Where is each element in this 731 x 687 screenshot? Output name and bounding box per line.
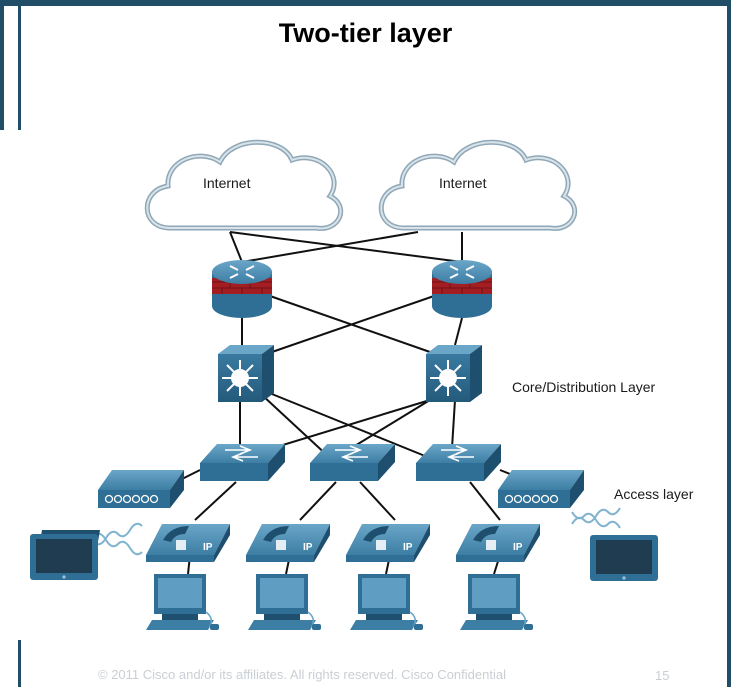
- wireless-access-point-icon: [98, 470, 184, 508]
- core-distribution-layer-label: Core/Distribution Layer: [512, 379, 656, 395]
- switch-icon: [310, 444, 395, 481]
- desktop-pc-icon: [350, 574, 423, 630]
- slide-title: Two-tier layer: [278, 18, 453, 48]
- slide-frame-right: [727, 0, 731, 687]
- desktop-pc-icon: [146, 574, 219, 630]
- slide-frame-left-inner: [18, 0, 21, 130]
- slide-frame-left: [0, 0, 4, 130]
- multilayer-switch-icon: [426, 345, 482, 402]
- router-firewall-icon: [432, 260, 492, 318]
- ip-phone-icon: IP: [246, 524, 330, 562]
- tablet-icon: [590, 535, 658, 581]
- access-layer-label: Access layer: [614, 486, 694, 502]
- ip-phone-badge: IP: [513, 542, 523, 553]
- router-firewall-icon: [212, 260, 272, 318]
- page-number: 15: [655, 668, 670, 683]
- ip-phone-badge: IP: [303, 542, 313, 553]
- internet-cloud-right: [378, 139, 578, 231]
- desktop-pc-icon: [248, 574, 321, 630]
- ip-phone-icon: IP: [456, 524, 540, 562]
- ip-phone-badge: IP: [403, 542, 413, 553]
- wireless-signal-right: [571, 507, 621, 529]
- ip-phone-icon: IP: [146, 524, 230, 562]
- wireless-access-point-icon: [498, 470, 584, 508]
- ip-phone-icon: IP: [346, 524, 430, 562]
- slide-frame-left-bottom: [18, 640, 21, 687]
- tablet-icon: [30, 530, 100, 580]
- desktop-pc-icon: [460, 574, 533, 630]
- copyright-footer: © 2011 Cisco and/or its affiliates. All …: [98, 667, 506, 682]
- ip-phone-badge: IP: [203, 542, 213, 553]
- switch-icon: [416, 444, 501, 481]
- internet-cloud-left: [144, 139, 344, 231]
- switch-icon: [200, 444, 285, 481]
- cloud-label-right: Internet: [439, 175, 487, 191]
- slide-frame-top: [0, 0, 731, 6]
- multilayer-switch-icon: [218, 345, 274, 402]
- cloud-label-left: Internet: [203, 175, 251, 191]
